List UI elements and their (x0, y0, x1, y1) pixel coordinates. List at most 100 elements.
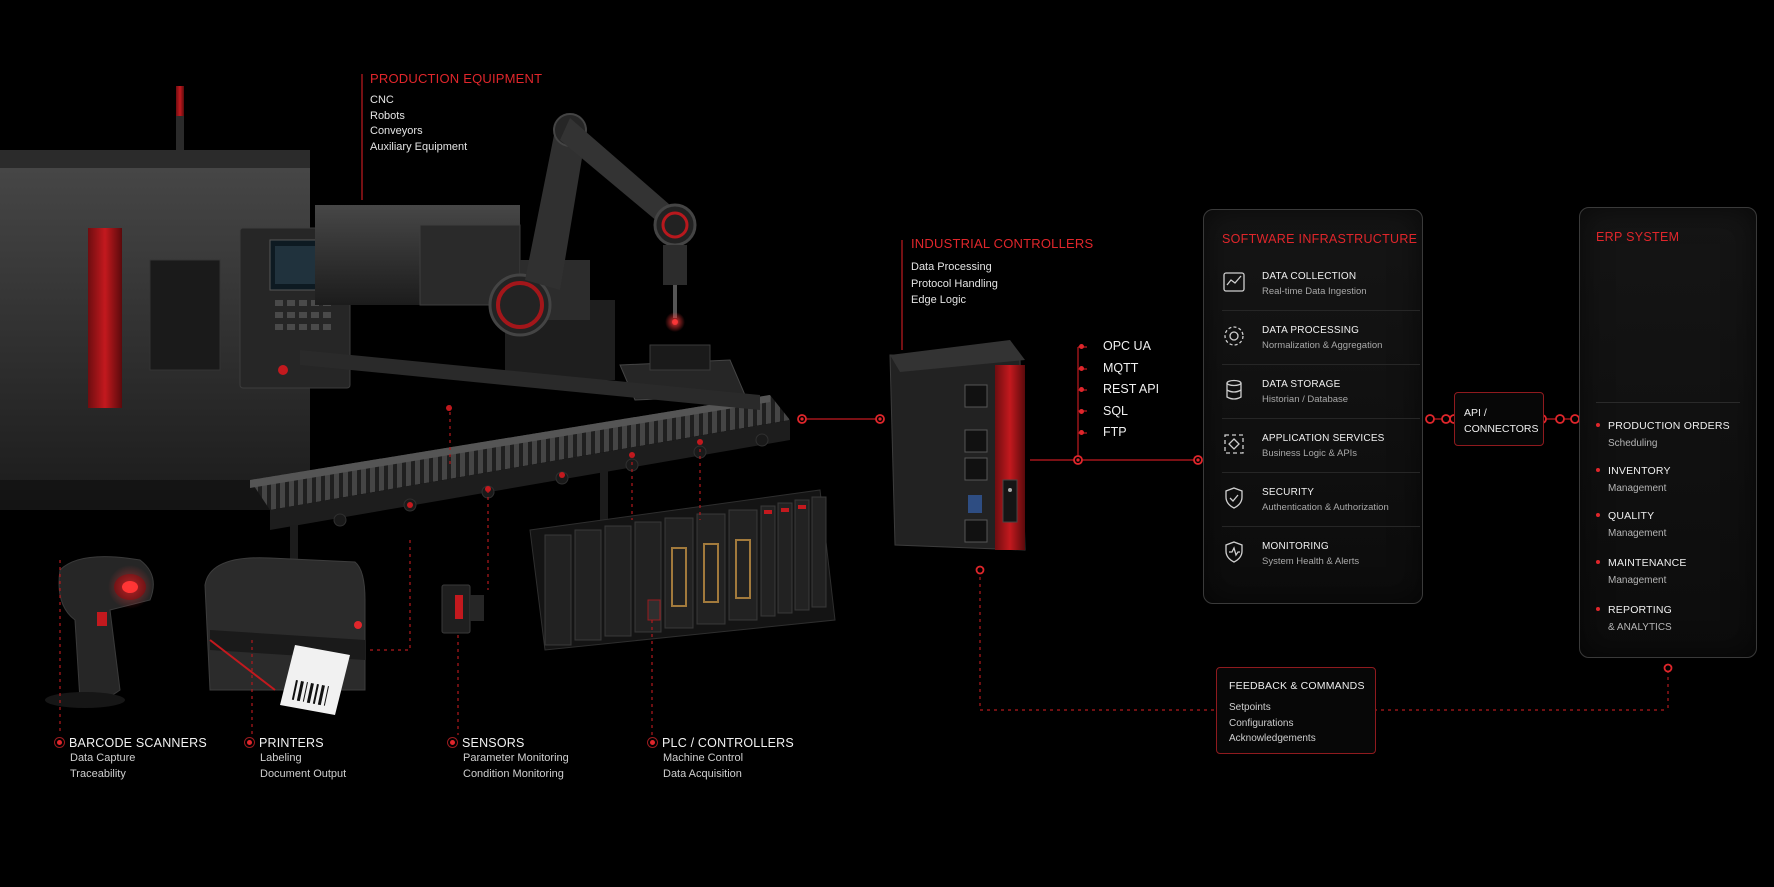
service-security: SECURITY Authentication & Authorization (1222, 478, 1420, 527)
feedback-list: Setpoints Configurations Acknowledgement… (1229, 700, 1316, 747)
bullet-dot-icon (1596, 423, 1600, 427)
device-line: Traceability (70, 768, 126, 780)
device-line: Parameter Monitoring (463, 752, 569, 764)
service-data-processing: DATA PROCESSING Normalization & Aggregat… (1222, 316, 1420, 365)
erp-item-desc: Scheduling (1608, 438, 1658, 449)
application-icon (1224, 434, 1244, 454)
bullet-dot-icon (1596, 560, 1600, 564)
erp-item-name: MAINTENANCE (1608, 557, 1687, 569)
device-label-plc-controllers: PLC / CONTROLLERS Machine Control Data A… (650, 736, 794, 782)
service-desc: Authentication & Authorization (1262, 502, 1389, 513)
list-item: Configurations (1229, 717, 1294, 729)
erp-item-maintenance: MAINTENANCE Management (1596, 557, 1687, 588)
shield-check-icon (1225, 487, 1243, 509)
shield-pulse-icon (1225, 541, 1243, 563)
erp-item-desc: Management (1608, 575, 1667, 586)
protocol-list: OPC UA MQTT REST API SQL FTP (1077, 336, 1159, 444)
protocol-rest-api: REST API (1077, 379, 1159, 401)
plc-rack-illustration (529, 489, 836, 651)
erp-item-desc: & ANALYTICS (1608, 622, 1672, 633)
divider (1596, 402, 1740, 403)
protocol-ftp: FTP (1077, 422, 1159, 444)
service-data-storage: DATA STORAGE Historian / Database (1222, 370, 1420, 419)
service-desc: Real-time Data Ingestion (1262, 286, 1367, 297)
list-item: Protocol Handling (911, 277, 998, 290)
device-title: PRINTERS (259, 736, 324, 750)
service-name: DATA COLLECTION (1262, 271, 1357, 282)
device-label-barcode-scanners: BARCODE SCANNERS Data Capture Traceabili… (57, 736, 207, 782)
sensor-illustration (441, 584, 484, 634)
service-name: APPLICATION SERVICES (1262, 433, 1385, 444)
data-collection-icon (1223, 272, 1245, 292)
erp-item-name: REPORTING (1608, 604, 1673, 616)
list-item: CNC (370, 94, 394, 106)
device-title: PLC / CONTROLLERS (662, 736, 794, 750)
device-line: Machine Control (663, 752, 744, 764)
cnc-machine-illustration (0, 86, 521, 510)
bullet-dot-icon (57, 740, 62, 745)
api-connectors-line: API / (1464, 407, 1487, 419)
service-application-services: APPLICATION SERVICES Business Logic & AP… (1222, 424, 1420, 473)
device-line: Labeling (260, 752, 302, 764)
device-title: BARCODE SCANNERS (69, 736, 207, 750)
list-item: Data Processing (911, 261, 992, 273)
list-item: Setpoints (1229, 702, 1271, 713)
feedback-commands-box: FEEDBACK & COMMANDS Setpoints Configurat… (1216, 667, 1376, 754)
service-desc: Normalization & Aggregation (1262, 340, 1383, 351)
list-item: Edge Logic (911, 294, 967, 306)
list-item: Acknowledgements (1229, 733, 1316, 744)
list-item: Conveyors (370, 125, 423, 137)
feedback-title: FEEDBACK & COMMANDS (1229, 680, 1365, 692)
label-printer-illustration (204, 557, 366, 715)
bullet-dot-icon (247, 740, 252, 745)
protocol-opc-ua: OPC UA (1077, 336, 1159, 358)
service-name: DATA PROCESSING (1262, 325, 1360, 336)
software-infrastructure-title: SOFTWARE INFRASTRUCTURE (1222, 232, 1418, 246)
erp-system-title: ERP SYSTEM (1596, 230, 1680, 244)
industrial-controllers-title: INDUSTRIAL CONTROLLERS (911, 236, 1094, 251)
production-equipment-title: PRODUCTION EQUIPMENT (370, 71, 543, 86)
protocol-mqtt: MQTT (1077, 358, 1159, 380)
connection-nodes (797, 414, 1673, 673)
erp-item-name: INVENTORY (1608, 465, 1671, 477)
bullet-dot-icon (650, 740, 655, 745)
device-line: Data Acquisition (663, 768, 742, 780)
industrial-controllers-list: Data Processing Protocol Handling Edge L… (911, 259, 998, 309)
erp-item-desc: Management (1608, 528, 1667, 539)
erp-item-production-orders: PRODUCTION ORDERS Scheduling (1596, 420, 1730, 451)
edge-gateway-illustration (889, 340, 1026, 551)
gear-icon (1224, 326, 1244, 346)
service-name: SECURITY (1262, 487, 1315, 498)
service-desc: System Health & Alerts (1262, 556, 1360, 567)
service-data-collection: DATA COLLECTION Real-time Data Ingestion (1222, 262, 1420, 311)
device-label-sensors: SENSORS Parameter Monitoring Condition M… (450, 736, 569, 782)
device-label-printers: PRINTERS Labeling Document Output (247, 736, 346, 782)
erp-item-quality: QUALITY Management (1596, 510, 1666, 541)
service-desc: Business Logic & APIs (1262, 448, 1358, 459)
service-desc: Historian / Database (1262, 394, 1349, 405)
robot-arm-illustration (488, 113, 697, 380)
api-connectors-box: API / CONNECTORS (1454, 392, 1544, 446)
bullet-dot-icon (450, 740, 455, 745)
bullet-dot-icon (1596, 513, 1600, 517)
database-icon (1226, 379, 1242, 400)
bullet-dot-icon (1596, 468, 1600, 472)
service-monitoring: MONITORING System Health & Alerts (1222, 532, 1420, 580)
device-line: Document Output (260, 768, 347, 780)
device-line: Condition Monitoring (463, 768, 564, 780)
production-equipment-list: CNC Robots Conveyors Auxiliary Equipment (370, 93, 467, 155)
erp-item-name: PRODUCTION ORDERS (1608, 420, 1730, 432)
list-item: Robots (370, 109, 405, 122)
software-infrastructure-panel: SOFTWARE INFRASTRUCTURE DATA COLLECTION … (1203, 209, 1423, 604)
conveyor-illustration (250, 350, 790, 565)
device-line: Data Capture (70, 752, 136, 764)
api-connectors-line: CONNECTORS (1464, 423, 1539, 435)
erp-system-panel: ERP SYSTEM PRODUCTION ORDERS Scheduling … (1579, 207, 1757, 658)
service-name: DATA STORAGE (1262, 379, 1341, 390)
dashed-lines (59, 405, 1669, 735)
protocol-sql: SQL (1077, 401, 1159, 423)
erp-item-desc: Management (1608, 483, 1667, 494)
erp-item-name: QUALITY (1608, 510, 1655, 522)
barcode-scanner-illustration (45, 556, 154, 708)
erp-item-inventory: INVENTORY Management (1596, 465, 1671, 496)
